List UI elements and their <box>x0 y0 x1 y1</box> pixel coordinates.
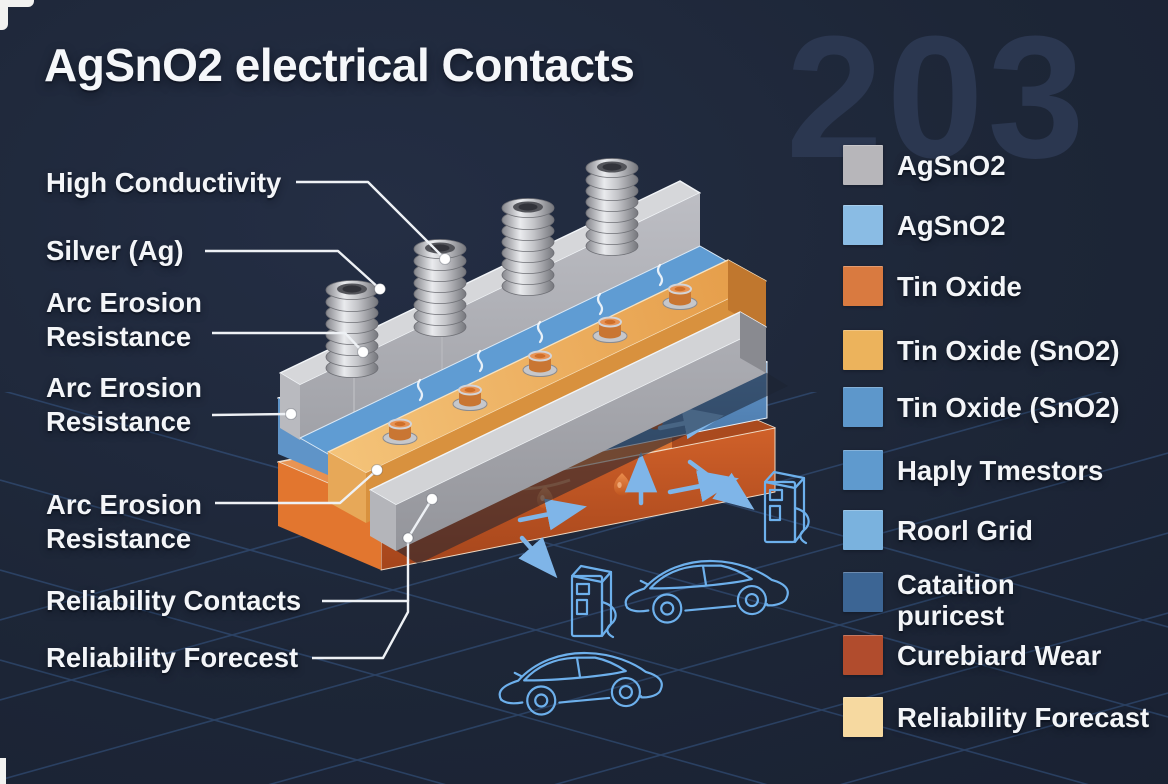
legend-label: Curebiard Wear <box>897 639 1102 671</box>
legend-label: AgSnO2 <box>897 209 1006 241</box>
legend-item: Cataition puricest <box>843 569 1065 631</box>
legend-label: Reliability Forecast <box>897 701 1150 733</box>
callout-high-conductivity: High Conductivity <box>46 167 282 198</box>
legend-swatch <box>843 330 883 370</box>
legend-label: Haply Tmestors <box>897 454 1104 486</box>
legend-swatch <box>843 145 883 185</box>
corner-artifact <box>0 0 34 7</box>
legend-item: Tin Oxide <box>843 266 1022 306</box>
legend-label: Tin Oxide (SnO2) <box>897 334 1120 366</box>
callout-reliability-contacts: Reliability Contacts <box>46 585 302 616</box>
legend-swatch <box>843 635 883 675</box>
strip-squiggles <box>416 263 664 402</box>
legend-swatch <box>843 572 883 612</box>
ev-scene <box>496 459 810 718</box>
contact-bar-assembly <box>279 158 788 564</box>
legend-item: AgSnO2 <box>843 145 1005 185</box>
legend-label: Roorl Grid <box>897 514 1033 546</box>
legend-label: Tin Oxide (SnO2) <box>897 391 1120 423</box>
legend-label: Cataition puricest <box>897 569 1015 631</box>
leader-dots <box>285 253 451 544</box>
legend-item: Curebiard Wear <box>843 635 1101 675</box>
legend-item: Roorl Grid <box>843 510 1033 550</box>
corner-artifact <box>0 758 6 784</box>
legend-swatch <box>843 266 883 306</box>
legend-item: Tin Oxide (SnO2) <box>843 387 1120 427</box>
legend-item: Haply Tmestors <box>843 450 1103 490</box>
legend-item: AgSnO2 <box>843 205 1005 245</box>
leader-lines <box>205 180 446 660</box>
watermark-number: 203 <box>786 0 1089 194</box>
legend-swatch <box>843 510 883 550</box>
legend-label: Tin Oxide <box>897 270 1022 302</box>
corner-artifact <box>0 0 8 30</box>
flow-arrow-icon <box>518 459 755 579</box>
legend-swatch <box>843 387 883 427</box>
legend-label: AgSnO2 <box>897 149 1006 181</box>
callout-reliability-forecest: Reliability Forecest <box>46 642 299 673</box>
page-title: AgSnO2 electrical Contacts <box>44 39 635 91</box>
callout-silver-ag: Silver (Ag) <box>46 235 184 266</box>
legend-swatch <box>843 450 883 490</box>
legend-item: Tin Oxide (SnO2) <box>843 330 1120 370</box>
legend-swatch <box>843 697 883 737</box>
legend-item: Reliability Forecast <box>843 697 1149 737</box>
legend-swatch <box>843 205 883 245</box>
